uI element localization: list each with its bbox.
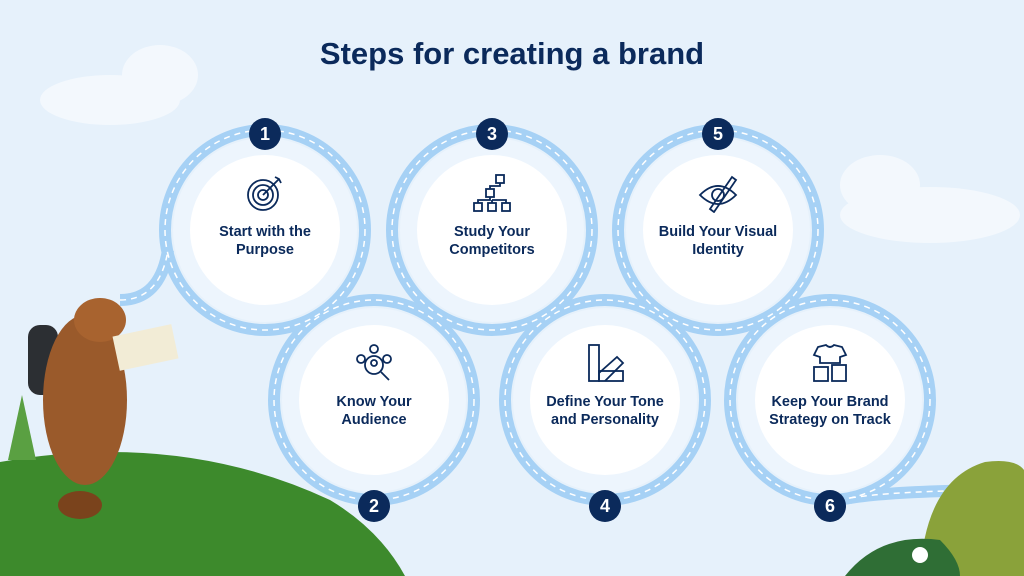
audience-icon [356, 344, 392, 381]
target-icon [247, 176, 282, 211]
step-label: Know Your Audience [336, 394, 412, 428]
step-label: Start with the Purpose [219, 224, 311, 258]
step-label: Build Your Visual Identity [658, 224, 778, 258]
step-number-badge: 1 [249, 118, 281, 150]
step-label: Define Your Tone and Personality [546, 394, 664, 428]
step-6: Keep Your Brand Strategy on Track [755, 325, 905, 475]
step-2: Know Your Audience [299, 325, 449, 475]
tree [8, 395, 36, 460]
green-hill [0, 451, 405, 576]
hierarchy-icon [473, 174, 511, 212]
cloud [40, 75, 180, 125]
step-number-badge: 2 [358, 490, 390, 522]
color-swatch-icon [588, 344, 625, 382]
bush-illustration [845, 461, 1024, 576]
page-title: Steps for creating a brand [319, 36, 705, 71]
step-3: Study Your Competitors [417, 155, 567, 305]
step-number-badge: 3 [476, 118, 508, 150]
bear-illustration [28, 298, 179, 519]
step-number-badge: 6 [814, 490, 846, 522]
eye-pencil-icon [698, 175, 738, 213]
step-number-badge: 5 [702, 118, 734, 150]
step-label: Keep Your Brand Strategy on Track [769, 394, 891, 428]
step-5: Build Your Visual Identity [643, 155, 793, 305]
cloud [840, 187, 1020, 243]
step-1: Start with the Purpose [190, 155, 340, 305]
brand-merch-icon [812, 344, 848, 382]
step-4: Define Your Tone and Personality [530, 325, 680, 475]
step-number-badge: 4 [589, 490, 621, 522]
step-label: Study Your Competitors [449, 224, 535, 258]
